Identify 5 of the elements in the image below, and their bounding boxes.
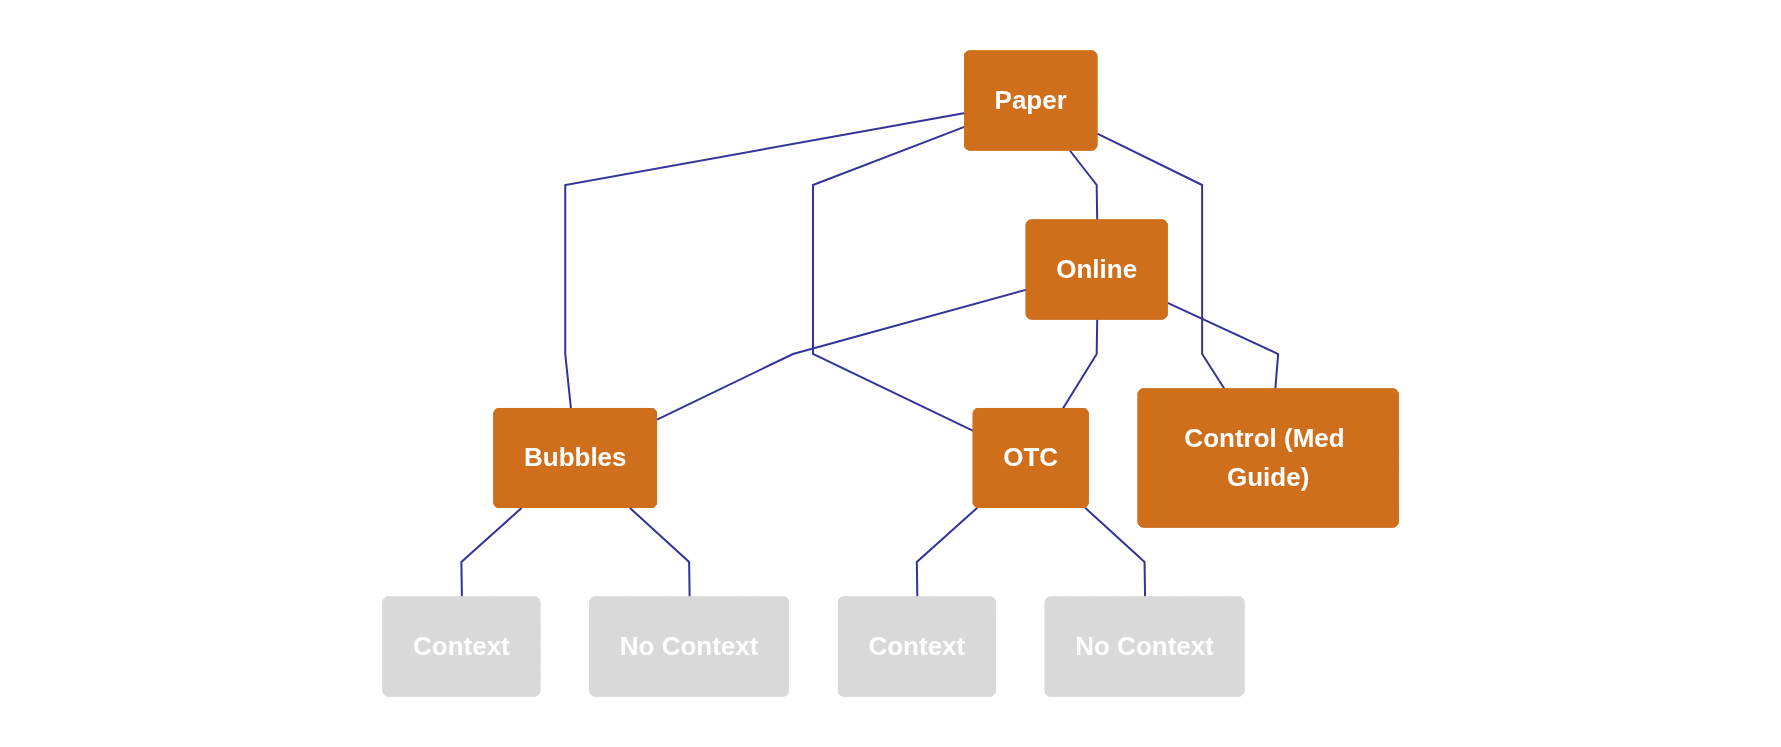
connector [564,112,966,410]
connector [655,288,1028,421]
connector [1061,318,1099,410]
connector [811,125,975,433]
connector [1068,149,1099,222]
